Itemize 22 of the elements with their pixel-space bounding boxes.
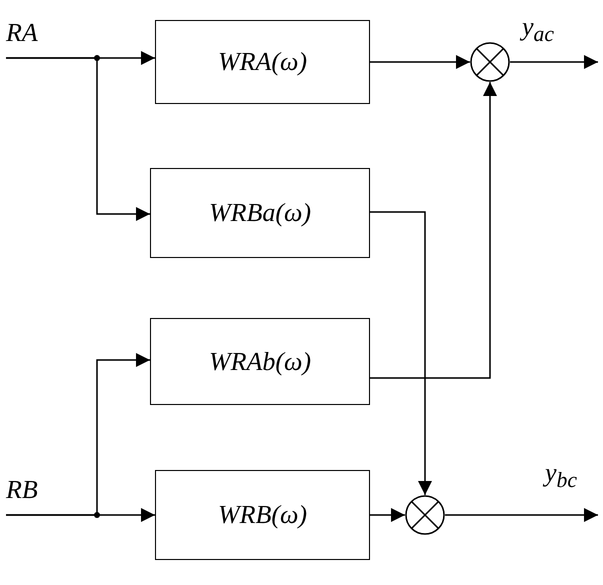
transfer-function-label: WRA(ω) (218, 49, 308, 75)
transfer-function-label: WRB(ω) (218, 502, 308, 528)
block-box (155, 20, 370, 104)
output-label: y$_{bc}$ (545, 460, 577, 492)
arrow (370, 508, 405, 522)
arrow (370, 82, 497, 379)
arrow (510, 55, 598, 69)
multiplier-circle (470, 42, 510, 82)
transfer-function-label: WRAb(ω) (208, 348, 312, 374)
arrow (6, 57, 150, 221)
transfer-function-label: WRBa(ω) (208, 200, 312, 226)
arrow (6, 508, 155, 522)
arrow (445, 508, 598, 522)
output-label: y$_{ac}$ (522, 14, 554, 46)
block-box (150, 168, 370, 258)
input-label: RA (6, 20, 38, 46)
multiplier-circle (405, 495, 445, 535)
input-label: RB (6, 477, 38, 503)
arrow (370, 211, 432, 495)
block-box (150, 318, 370, 405)
block-box (155, 470, 370, 560)
arrow (370, 55, 470, 69)
